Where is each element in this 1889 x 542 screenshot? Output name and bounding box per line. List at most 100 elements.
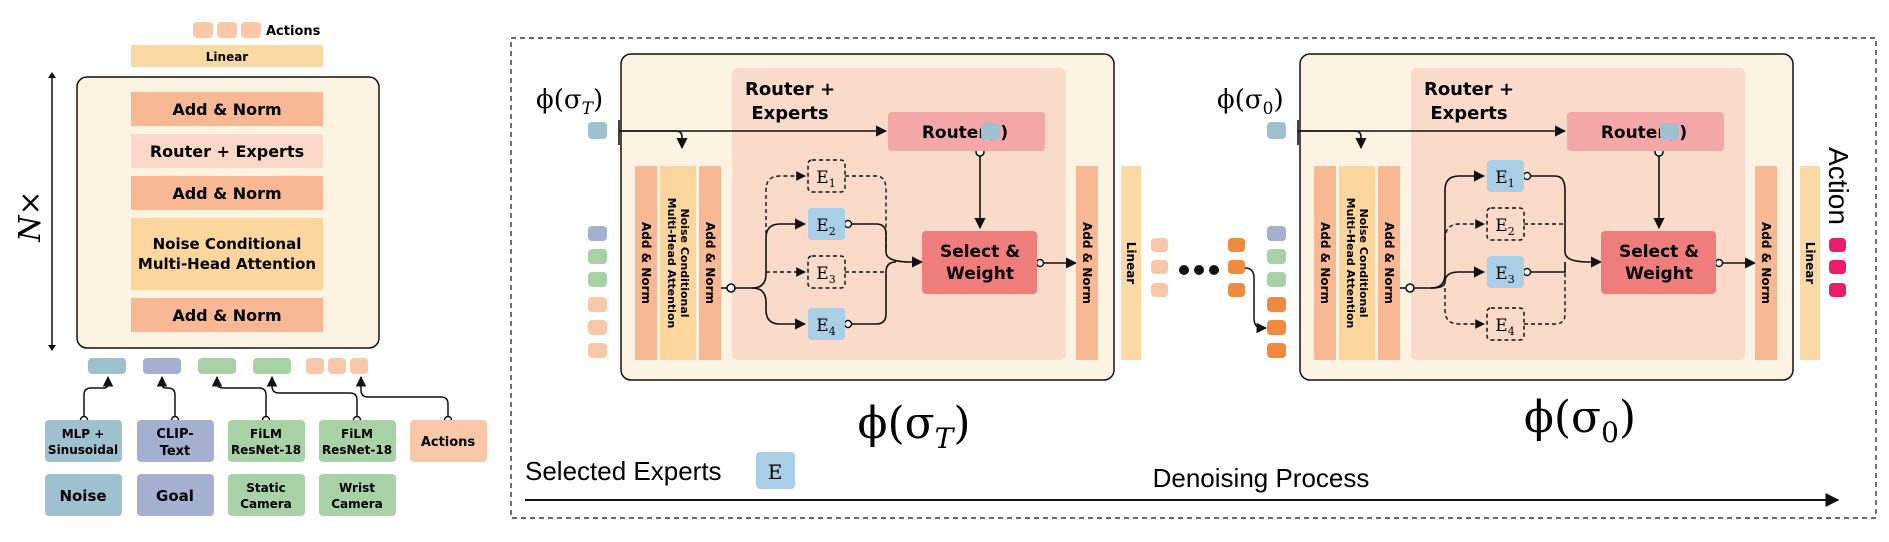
action-token — [241, 22, 261, 38]
camera-token — [588, 272, 607, 287]
unselected-routing — [765, 171, 887, 277]
encoder-label: CLIP- — [156, 427, 193, 442]
final-action-token — [1829, 260, 1846, 274]
camera-token — [588, 249, 607, 264]
left-architecture: Actions Linear N× Add & Norm Router + Ex… — [13, 22, 487, 516]
noisy-action-token — [1267, 297, 1286, 312]
camera-token — [1267, 272, 1286, 287]
expert-box-unselected — [1486, 207, 1525, 241]
final-action-token — [1829, 238, 1846, 252]
action-token — [1151, 238, 1168, 252]
select-weight-label-1: Select & — [940, 242, 1020, 262]
denoising-frame — [510, 37, 1877, 519]
router-experts-title-2: Experts — [751, 103, 828, 124]
action-input-token — [328, 358, 346, 374]
add-norm-layer — [635, 166, 657, 360]
select-weight-label-2: Weight — [946, 264, 1014, 284]
wrist-camera-token — [253, 358, 291, 374]
select-weight-box — [922, 231, 1037, 294]
select-weight-box — [1601, 231, 1716, 294]
add-norm-layer — [1378, 166, 1400, 360]
action-token — [217, 22, 237, 38]
selected-experts-label: Selected Experts — [525, 456, 722, 486]
ellipsis-dot — [1179, 265, 1189, 275]
action-token — [588, 343, 607, 358]
input-wrist-camera — [319, 474, 396, 516]
ellipsis-dot — [1194, 265, 1204, 275]
noisy-action-token — [1228, 238, 1245, 252]
add-norm-label: Add & Norm — [1318, 222, 1332, 304]
attention-layer — [660, 166, 696, 360]
encoder-label: MLP + — [62, 427, 105, 441]
linear-layer — [1121, 166, 1141, 360]
action-input-token — [350, 358, 368, 374]
expert-box-selected — [1487, 256, 1524, 288]
add-norm-layer — [1314, 166, 1336, 360]
attention-layer — [131, 218, 323, 290]
encoder-film-resnet-wrist — [319, 420, 396, 462]
encoder-actions — [410, 420, 487, 462]
encoder-mlp-sinusoidal — [45, 420, 122, 462]
input-goal — [137, 474, 214, 516]
attention-label-2: Multi-Head Attention — [138, 255, 316, 273]
denoising-process-label: Denoising Process — [1153, 463, 1370, 493]
unselected-routing — [1444, 219, 1566, 329]
add-norm-label: Add & Norm — [172, 306, 281, 325]
bracket-bottom-arrow — [48, 345, 56, 351]
phi-sigma-0-label: ϕ(σ0) — [1217, 85, 1284, 119]
phi-sigma-t-caption: ϕ(σT) — [857, 398, 970, 455]
ellipsis-dot — [1209, 265, 1219, 275]
router-token — [981, 123, 1000, 140]
input-label: Noise — [59, 487, 106, 505]
router-box — [1567, 112, 1724, 151]
linear-layer — [131, 45, 323, 67]
attention-label-2: Multi-Head Attention — [1344, 198, 1357, 329]
encoder-label: ResNet-18 — [231, 443, 301, 457]
attention-layer — [1339, 166, 1375, 360]
action-token — [1151, 260, 1168, 274]
expert-box-selected — [808, 308, 845, 340]
input-label: Goal — [156, 487, 194, 505]
expert-routing — [721, 218, 1078, 330]
action-input-token — [306, 358, 324, 374]
router-box — [888, 112, 1045, 151]
actions-output-label: Actions — [266, 24, 321, 39]
input-noise — [45, 474, 122, 516]
add-norm-label: Add & Norm — [172, 100, 281, 119]
conditioning-arrows — [1297, 120, 1665, 230]
action-token — [193, 22, 213, 38]
encoder-film-resnet-static — [228, 420, 305, 462]
input-label: Camera — [240, 497, 292, 511]
router-token — [1660, 123, 1679, 140]
input-label: Static — [246, 481, 285, 495]
encoder-label: Sinusoidal — [48, 443, 118, 457]
select-weight-label-1: Select & — [1619, 242, 1699, 262]
noisy-action-token — [1228, 283, 1245, 297]
add-norm-layer — [131, 298, 323, 332]
linear-label: Linear — [206, 50, 249, 64]
action-token — [1151, 283, 1168, 297]
encoder-label: ResNet-18 — [322, 443, 392, 457]
encoder-label: Text — [160, 444, 191, 459]
add-norm-layer — [131, 92, 323, 126]
conditioning-arrows — [618, 120, 986, 230]
router-experts-title-1: Router + — [745, 79, 835, 100]
token-feed-arrow — [1244, 267, 1268, 334]
noisy-action-token — [1267, 343, 1286, 358]
add-norm-layer — [1755, 166, 1777, 360]
add-norm-label: Add & Norm — [1382, 222, 1396, 304]
attention-label-1: Noise Conditional — [153, 235, 302, 253]
add-norm-layer — [699, 166, 721, 360]
noise-token — [1267, 122, 1286, 139]
add-norm-label: Add & Norm — [172, 184, 281, 203]
final-action-token — [1829, 283, 1846, 297]
expert-box-selected — [1487, 160, 1524, 192]
encoder-label: FiLM — [341, 427, 373, 441]
linear-label: Linear — [1803, 242, 1817, 285]
add-norm-label: Add & Norm — [1759, 222, 1773, 304]
attention-label-2: Multi-Head Attention — [665, 198, 678, 329]
encoder-connectors — [83, 375, 449, 420]
block-sigma-0: ϕ(σ0) Router + Experts Add & Norm Noise … — [1217, 53, 1820, 449]
